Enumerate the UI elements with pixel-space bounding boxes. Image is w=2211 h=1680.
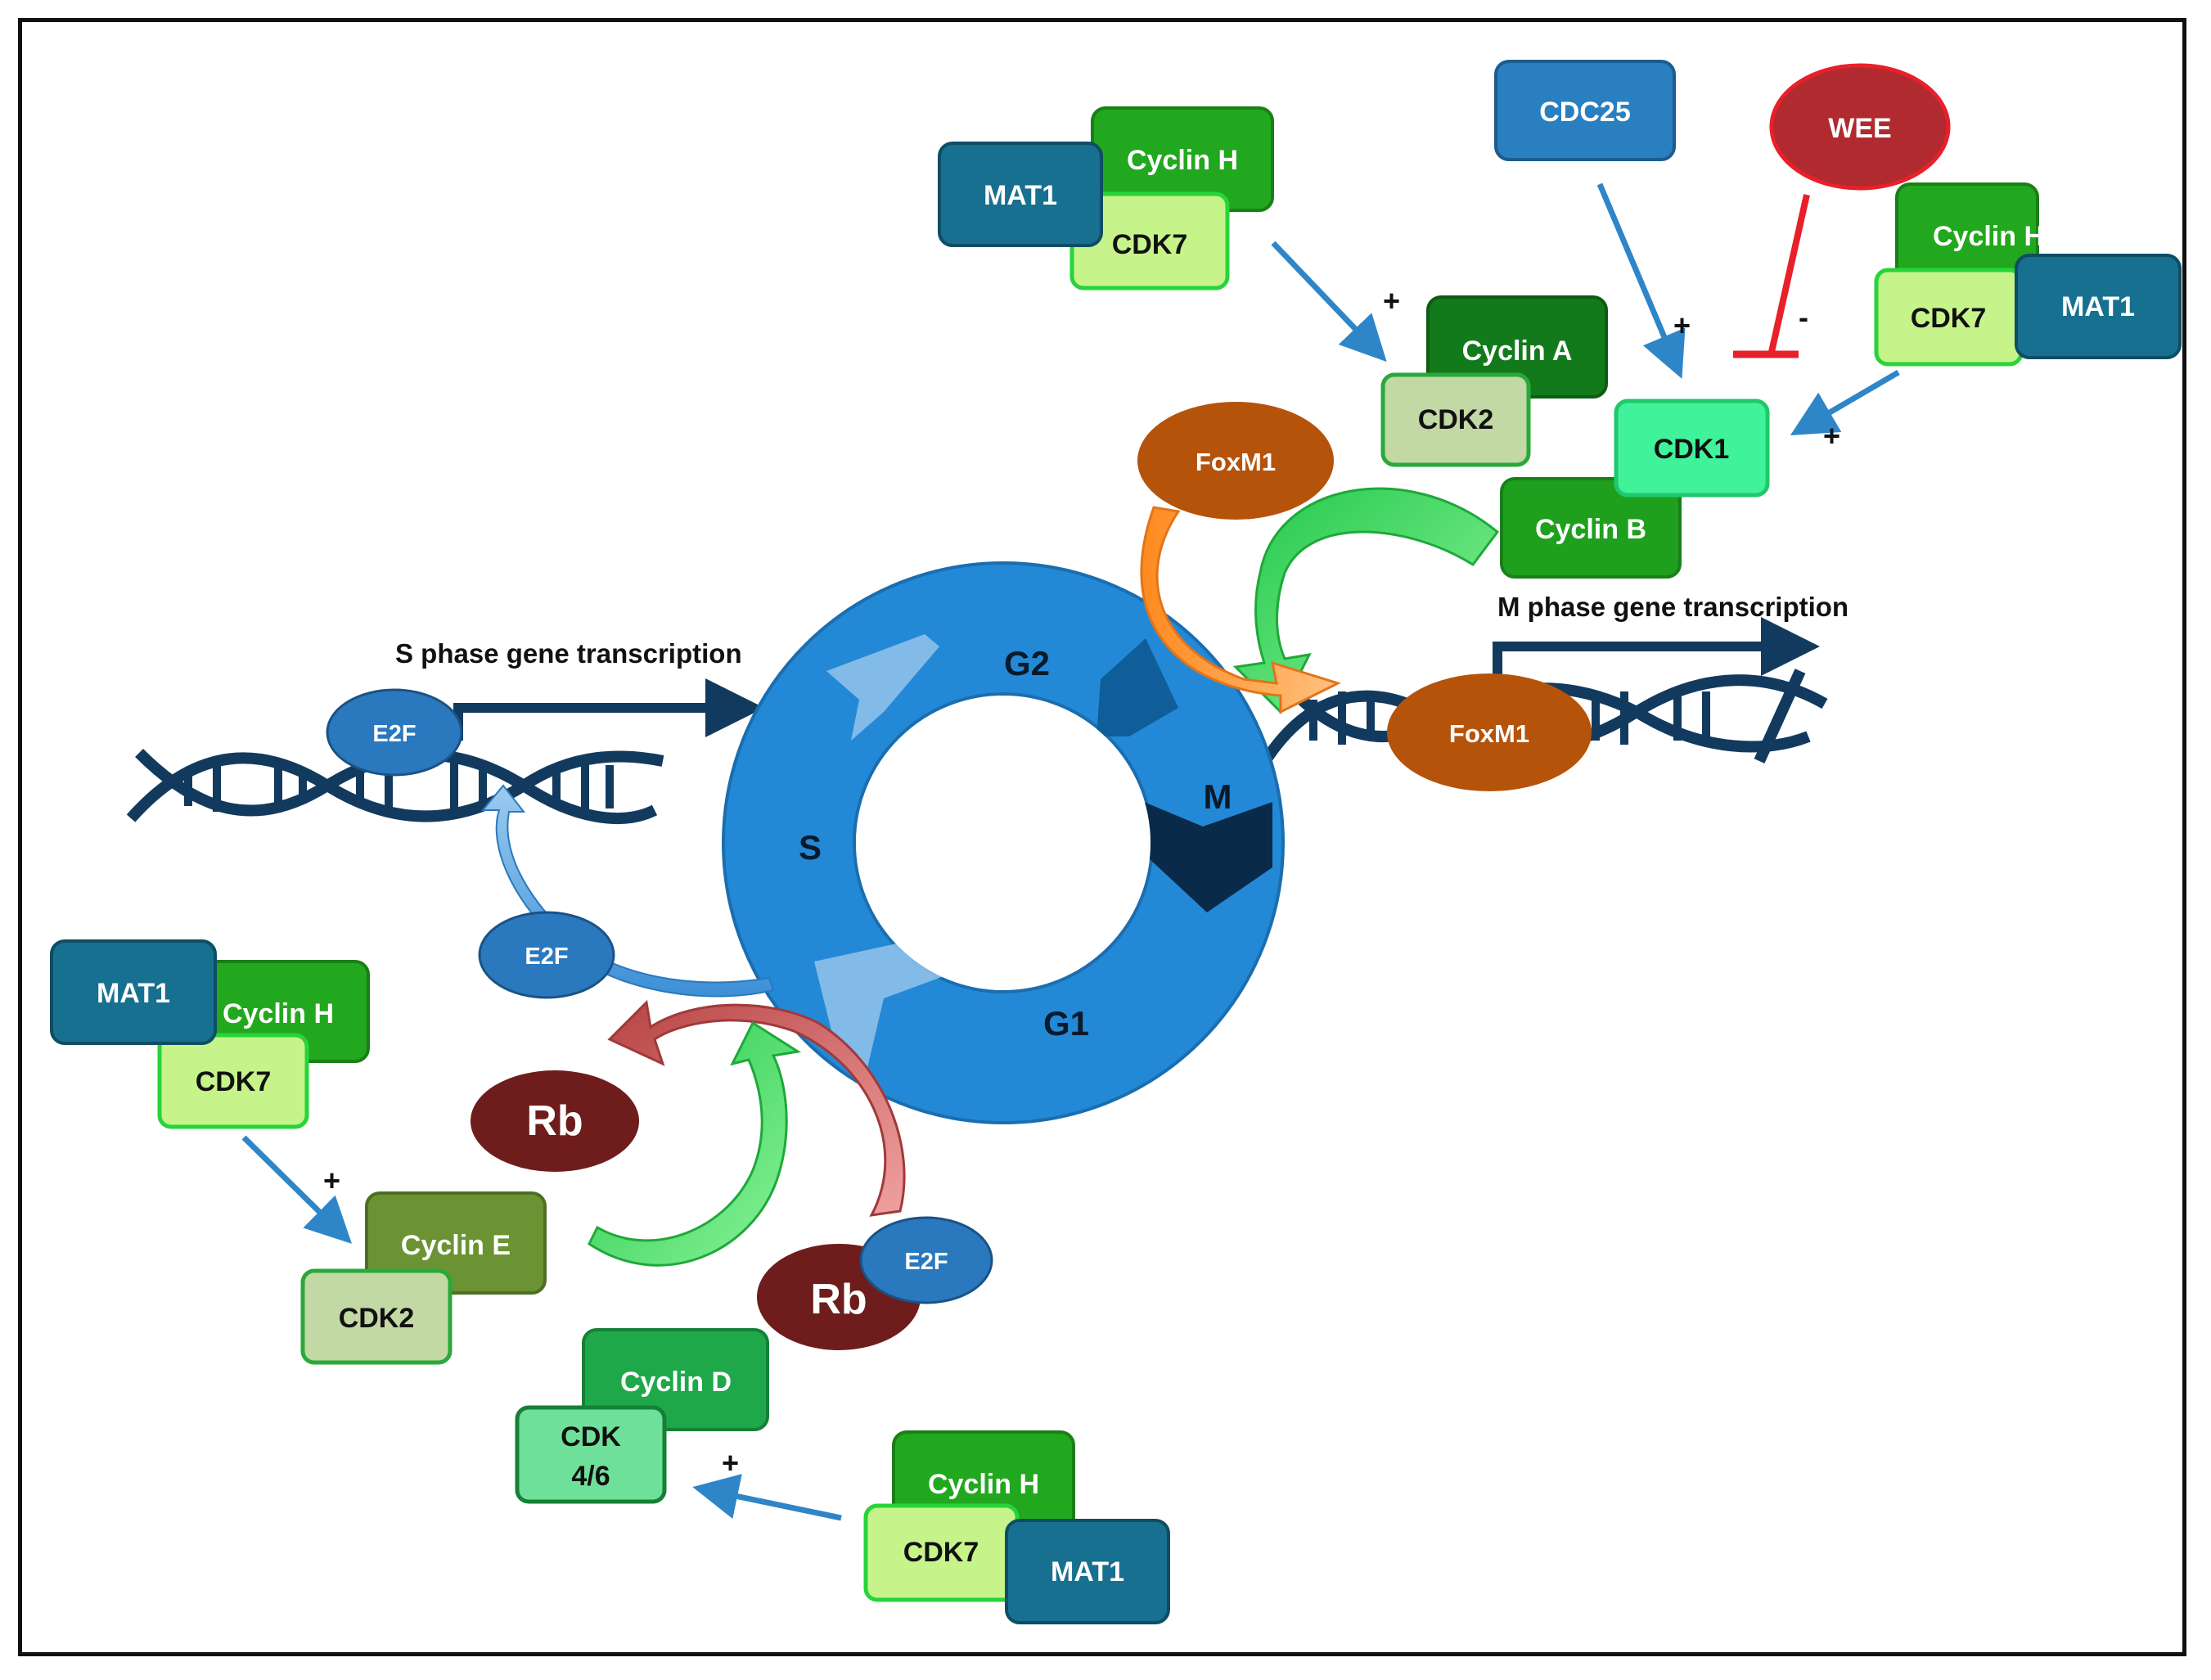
phase-label-g1: G1 — [1043, 1004, 1089, 1043]
wee-oval: WEE — [1769, 63, 1951, 191]
cak-complex-top-right: Cyclin H CDK7 MAT1 — [1874, 182, 2182, 367]
cak-complex-left: Cyclin H CDK7 MAT1 — [50, 939, 370, 1129]
cdk2-label: CDK2 — [1418, 404, 1494, 435]
foxm1-label: FoxM1 — [1196, 448, 1276, 476]
e2f-label: E2F — [372, 721, 416, 747]
rb-label: Rb — [526, 1097, 583, 1145]
cyclin-h-label: Cyclin H — [928, 1469, 1039, 1500]
cyclin-d-label: Cyclin D — [620, 1367, 732, 1398]
mat1-label: MAT1 — [1051, 1556, 1124, 1588]
plus-sign-cdk1-right: + — [1823, 419, 1840, 453]
m-g1-boundary-chevron — [1144, 802, 1272, 912]
wee-inhibition-line — [1768, 194, 1810, 353]
foxm1-free: FoxM1 — [1137, 402, 1334, 520]
cyclin-h-label: Cyclin H — [1127, 145, 1238, 176]
cdk46-label-line1: CDK — [561, 1421, 621, 1453]
cdk7-label: CDK7 — [1911, 303, 1987, 334]
cyclin-e-activation-arrow — [588, 1020, 802, 1267]
wee-label: WEE — [1828, 113, 1891, 144]
mat1-label: MAT1 — [984, 180, 1057, 211]
cyclin-a-label: Cyclin A — [1462, 336, 1573, 367]
cdc25-label: CDC25 — [1539, 97, 1630, 128]
cyclin-b-cdk1-complex: Cyclin B CDK1 — [1500, 399, 1770, 579]
e2f-label: E2F — [904, 1249, 948, 1275]
cdc25-box: CDC25 — [1494, 60, 1676, 161]
e2f-label: E2F — [525, 944, 568, 970]
rb-label: Rb — [810, 1276, 867, 1323]
m-phase-transcription-label: M phase gene transcription — [1497, 592, 1849, 622]
phase-label-s: S — [799, 828, 822, 867]
plus-sign-cdk2-top: + — [1383, 284, 1400, 318]
plus-sign-cdk46: + — [722, 1446, 739, 1480]
s-phase-transcription-arrow — [453, 678, 764, 741]
cyclin-h-label: Cyclin H — [223, 998, 334, 1029]
cdk46-label-line2: 4/6 — [571, 1461, 610, 1492]
cyclin-e-label: Cyclin E — [401, 1230, 511, 1261]
mat1-label: MAT1 — [2061, 291, 2135, 322]
e2f-on-dna: E2F — [326, 688, 463, 777]
arrow-cdk7-to-cdk1 — [1790, 369, 1900, 436]
cyclin-b-activation-arrow — [1232, 487, 1500, 714]
arrow-cdc25-to-cdk1 — [1596, 182, 1686, 379]
cyclin-d-cdk46-complex: Cyclin D CDK 4/6 — [515, 1328, 769, 1504]
foxm1-label: FoxM1 — [1449, 719, 1529, 748]
cak-complex-bottom: Cyclin H CDK7 MAT1 — [863, 1430, 1170, 1624]
rb-release-arrow — [607, 999, 906, 1217]
minus-sign-wee: - — [1799, 300, 1808, 334]
e2f-release-arrow — [480, 784, 775, 998]
mat1-label: MAT1 — [97, 978, 170, 1009]
m-phase-transcription-arrow — [1493, 617, 1820, 683]
cyclin-b-label: Cyclin B — [1535, 514, 1646, 545]
rb-e2f-complex: Rb E2F — [757, 1216, 993, 1350]
cell-cycle-ring — [722, 561, 1285, 1124]
cdk7-label: CDK7 — [903, 1537, 979, 1568]
dna-left — [126, 749, 664, 824]
foxm1-bound-to-dna: FoxM1 — [1387, 673, 1592, 791]
arrow-cdk7-to-cdk2-top — [1271, 241, 1387, 363]
cdk7-label: CDK7 — [1112, 229, 1188, 260]
g1-s-boundary-chevron — [814, 941, 961, 1068]
plus-sign-cdc25: + — [1673, 309, 1691, 342]
cdk7-label: CDK7 — [196, 1066, 272, 1097]
rb-free: Rb — [471, 1070, 639, 1172]
cak-complex-top-center: Cyclin H CDK7 MAT1 — [938, 106, 1274, 291]
cyclin-e-cdk2-complex: Cyclin E CDK2 — [300, 1191, 547, 1365]
cyclin-h-label: Cyclin H — [1933, 221, 2044, 252]
g2-m-boundary-chevron — [1096, 638, 1178, 736]
phase-label-m: M — [1204, 777, 1232, 816]
cyclin-a-cdk2-complex: Cyclin A CDK2 — [1380, 295, 1608, 467]
cdk1-label: CDK1 — [1654, 434, 1730, 465]
arrow-cdk7-to-cdk2-left — [241, 1135, 352, 1244]
phase-label-g2: G2 — [1004, 644, 1050, 682]
s-phase-transcription-label: S phase gene transcription — [395, 638, 742, 669]
s-g2-boundary-chevron — [826, 634, 939, 741]
foxm1-feedback-arrow — [1140, 506, 1341, 714]
cdk2-label: CDK2 — [339, 1303, 415, 1334]
plus-sign-cdk2-left: + — [323, 1164, 340, 1197]
arrow-cdk7-to-cdk46 — [692, 1474, 842, 1521]
e2f-released: E2F — [478, 911, 615, 999]
diagram-border — [18, 18, 2186, 1656]
